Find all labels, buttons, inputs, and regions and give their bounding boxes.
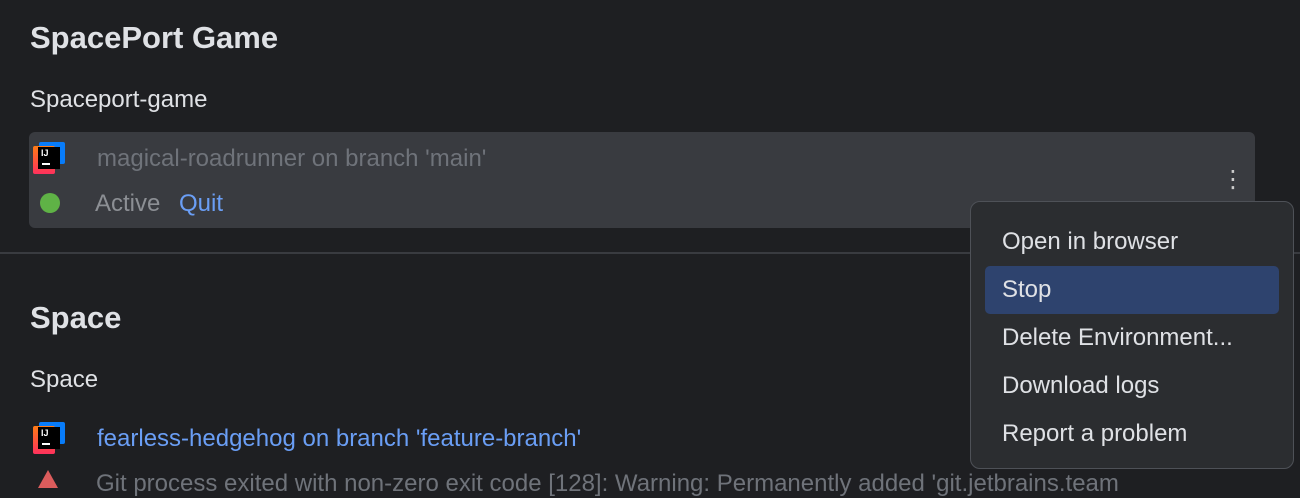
warning-icon xyxy=(38,470,58,488)
intellij-icon: IJ xyxy=(33,142,65,174)
more-options-icon[interactable]: ⋮ xyxy=(1221,166,1245,193)
section-title: SpacePort Game xyxy=(30,20,279,55)
status-text: Active xyxy=(95,190,161,217)
environment-name: magical-roadrunner on branch 'main' xyxy=(97,145,487,172)
project-name: Spaceport-game xyxy=(30,86,208,113)
menu-item-download-logs[interactable]: Download logs xyxy=(1002,372,1160,399)
status-active-icon xyxy=(40,193,60,213)
environment-link[interactable]: fearless-hedgehog on branch 'feature-bra… xyxy=(97,425,582,452)
divider xyxy=(0,252,1300,254)
context-menu: Open in browser Stop Delete Environment.… xyxy=(970,201,1294,469)
quit-link[interactable]: Quit xyxy=(179,190,224,217)
menu-item-report-problem[interactable]: Report a problem xyxy=(1002,420,1188,447)
intellij-icon: IJ xyxy=(33,422,65,454)
project-name: Space xyxy=(30,366,99,393)
menu-item-stop[interactable]: Stop xyxy=(985,266,1279,314)
menu-item-delete-environment[interactable]: Delete Environment... xyxy=(1002,324,1233,351)
section-title: Space xyxy=(30,300,122,335)
error-message: Git process exited with non-zero exit co… xyxy=(96,470,1119,497)
menu-item-open-in-browser[interactable]: Open in browser xyxy=(1002,228,1179,255)
